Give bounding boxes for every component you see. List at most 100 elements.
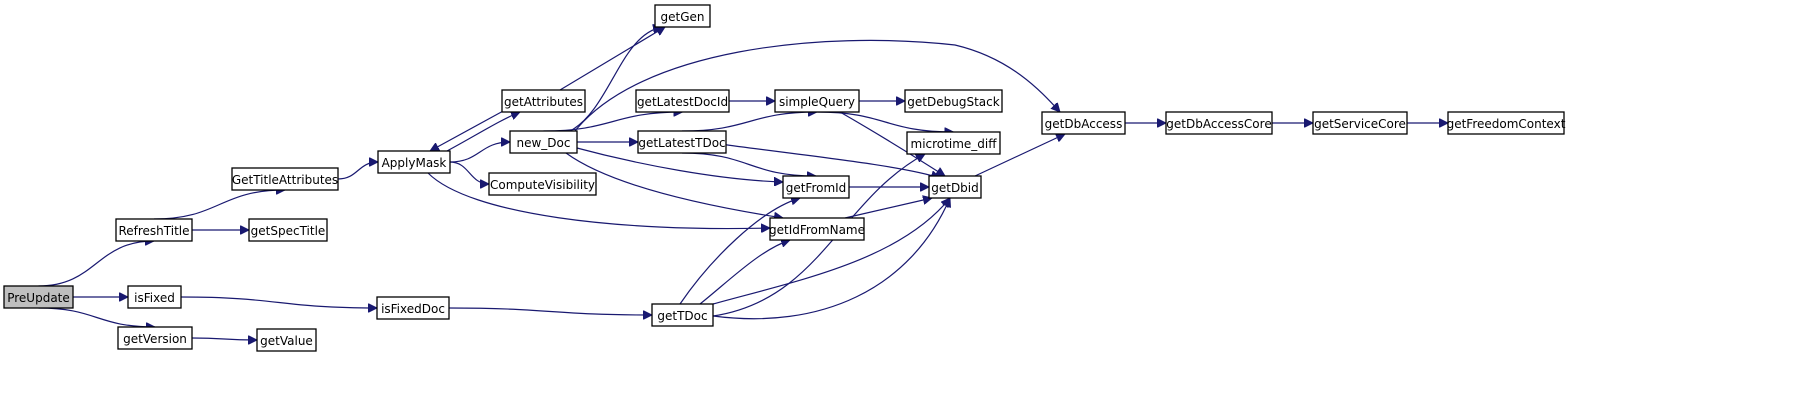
edge-getLatestTDoc-to-getFromId	[681, 152, 816, 176]
node-getLatestTDoc[interactable]: getLatestTDoc	[637, 130, 727, 154]
edge-getAttributes-to-getGen	[559, 27, 665, 91]
edge-ApplyMask-to-getIdFromName	[427, 172, 770, 229]
node-box-isFixedDoc[interactable]	[376, 296, 450, 320]
node-label-getDbAccessCore: getDbAccessCore	[1166, 117, 1271, 131]
edge-layer	[38, 27, 1448, 340]
edge-PreUpdate-to-getVersion	[38, 307, 156, 327]
node-simpleQuery[interactable]: simpleQuery	[774, 89, 860, 113]
node-box-getGen[interactable]	[654, 4, 711, 28]
node-label-getIdFromName: getIdFromName	[769, 223, 865, 237]
edge-PreUpdate-to-RefreshTitle	[38, 241, 155, 287]
edge-isFixedDoc-to-getTDoc	[448, 307, 652, 315]
edge-getLatestTDoc-to-simpleQuery	[681, 112, 817, 132]
edge-ApplyMask-to-ComputeVisibility	[449, 161, 490, 184]
node-label-getDbid: getDbid	[931, 181, 979, 195]
node-getValue[interactable]: getValue	[256, 328, 317, 352]
node-isFixedDoc[interactable]: isFixedDoc	[376, 296, 450, 320]
node-box-getFreedomContext[interactable]	[1447, 111, 1565, 135]
node-getLatestDocId[interactable]: getLatestDocId	[635, 89, 730, 113]
node-label-getServiceCore: getServiceCore	[1314, 117, 1406, 131]
node-GetTitleAttributes[interactable]: GetTitleAttributes	[231, 167, 339, 191]
node-box-getDbid[interactable]	[928, 175, 982, 199]
edge-getLatestTDoc-to-getDbid	[719, 143, 940, 178]
edge-new_Doc-to-getIdFromName	[565, 152, 783, 218]
node-getFreedomContext[interactable]: getFreedomContext	[1447, 111, 1566, 135]
edge-getVersion-to-getValue	[191, 338, 257, 340]
node-RefreshTitle[interactable]: RefreshTitle	[115, 218, 193, 242]
node-box-PreUpdate[interactable]	[3, 285, 74, 309]
node-label-isFixedDoc: isFixedDoc	[381, 302, 445, 316]
node-getTDoc[interactable]: getTDoc	[651, 303, 714, 327]
node-label-GetTitleAttributes: GetTitleAttributes	[232, 173, 338, 187]
node-box-getIdFromName[interactable]	[769, 217, 865, 241]
node-new_Doc[interactable]: new_Doc	[509, 130, 578, 154]
node-label-RefreshTitle: RefreshTitle	[118, 224, 189, 238]
node-PreUpdate[interactable]: PreUpdate	[3, 285, 74, 309]
node-getDebugStack[interactable]: getDebugStack	[904, 89, 1003, 113]
node-getGen[interactable]: getGen	[654, 4, 711, 28]
edge-ApplyMask-to-getAttributes	[446, 112, 520, 152]
node-label-getFreedomContext: getFreedomContext	[1447, 117, 1566, 131]
node-box-getValue[interactable]	[256, 328, 317, 352]
node-box-getLatestTDoc[interactable]	[637, 130, 727, 154]
node-ApplyMask[interactable]: ApplyMask	[377, 150, 451, 174]
node-box-getLatestDocId[interactable]	[635, 89, 730, 113]
node-isFixed[interactable]: isFixed	[127, 285, 182, 309]
node-box-getTDoc[interactable]	[651, 303, 714, 327]
node-microtime_diff[interactable]: microtime_diff	[906, 131, 1001, 155]
node-getIdFromName[interactable]: getIdFromName	[769, 217, 865, 241]
edge-getTDoc-to-microtime_diff	[712, 153, 925, 317]
edge-simpleQuery-to-getDbid	[839, 111, 945, 176]
node-label-new_Doc: new_Doc	[517, 136, 571, 150]
node-ComputeVisibility[interactable]: ComputeVisibility	[488, 172, 597, 196]
node-getAttributes[interactable]: getAttributes	[501, 89, 586, 113]
node-box-new_Doc[interactable]	[509, 130, 578, 154]
node-box-getDebugStack[interactable]	[904, 89, 1003, 113]
node-box-isFixed[interactable]	[127, 285, 182, 309]
edge-getTDoc-to-getDbid-alt	[712, 198, 950, 320]
edge-getAttributes-to-ApplyMask	[430, 109, 506, 152]
node-box-getVersion[interactable]	[117, 326, 193, 350]
node-box-ComputeVisibility[interactable]	[488, 172, 597, 196]
node-box-simpleQuery[interactable]	[774, 89, 860, 113]
node-label-getSpecTitle: getSpecTitle	[251, 224, 326, 238]
node-box-RefreshTitle[interactable]	[115, 218, 193, 242]
edge-getTDoc-to-getFromId	[679, 198, 800, 305]
node-box-microtime_diff[interactable]	[906, 131, 1001, 155]
node-box-GetTitleAttributes[interactable]	[231, 167, 339, 191]
node-label-simpleQuery: simpleQuery	[779, 95, 855, 109]
node-label-PreUpdate: PreUpdate	[7, 291, 70, 305]
node-box-getDbAccess[interactable]	[1041, 111, 1126, 135]
node-label-getTDoc: getTDoc	[657, 309, 707, 323]
edge-ApplyMask-to-new_Doc	[449, 142, 510, 163]
node-box-getDbAccessCore[interactable]	[1165, 111, 1273, 135]
node-getVersion[interactable]: getVersion	[117, 326, 193, 350]
node-box-getAttributes[interactable]	[501, 89, 586, 113]
edge-getIdFromName-to-getDbid	[844, 198, 932, 219]
node-label-getAttributes: getAttributes	[504, 95, 583, 109]
edge-isFixed-to-isFixedDoc	[180, 296, 377, 308]
node-box-getServiceCore[interactable]	[1312, 111, 1408, 135]
node-box-getFromId[interactable]	[782, 175, 850, 199]
node-getDbid[interactable]: getDbid	[928, 175, 982, 199]
node-label-getLatestTDoc: getLatestTDoc	[638, 136, 725, 150]
node-box-ApplyMask[interactable]	[377, 150, 451, 174]
edge-getTDoc-to-getIdFromName	[699, 240, 790, 305]
node-getFromId[interactable]: getFromId	[782, 175, 850, 199]
edge-simpleQuery-to-microtime_diff	[816, 111, 954, 132]
node-label-getDbAccess: getDbAccess	[1045, 117, 1123, 131]
edge-RefreshTitle-to-GetTitleAttributes	[153, 190, 285, 220]
node-label-getLatestDocId: getLatestDocId	[637, 95, 728, 109]
node-label-getValue: getValue	[260, 334, 313, 348]
node-label-getFromId: getFromId	[786, 181, 847, 195]
edge-new_Doc-to-getFromId	[572, 146, 783, 182]
node-getSpecTitle[interactable]: getSpecTitle	[248, 218, 328, 242]
node-getDbAccess[interactable]: getDbAccess	[1041, 111, 1126, 135]
node-label-ComputeVisibility: ComputeVisibility	[490, 178, 595, 192]
node-getServiceCore[interactable]: getServiceCore	[1312, 111, 1408, 135]
edge-getDbid-to-getDbAccess	[974, 134, 1065, 177]
node-label-getDebugStack: getDebugStack	[907, 95, 999, 109]
node-box-getSpecTitle[interactable]	[248, 218, 328, 242]
node-getDbAccessCore[interactable]: getDbAccessCore	[1165, 111, 1273, 135]
